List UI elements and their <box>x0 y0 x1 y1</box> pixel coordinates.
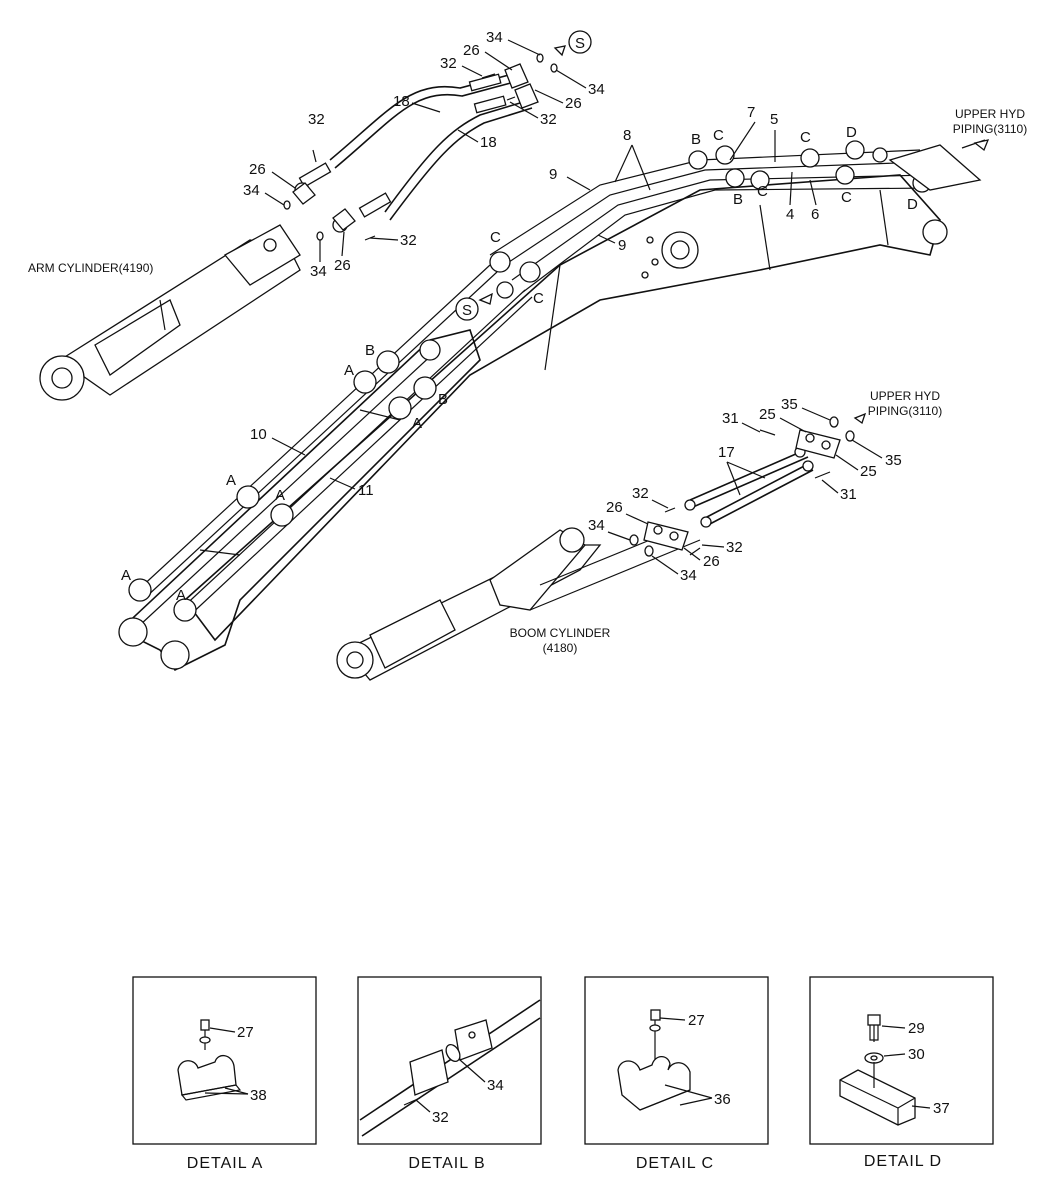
boom-body <box>183 174 948 642</box>
boom-cylinder <box>336 527 701 681</box>
callout: A <box>344 362 354 379</box>
upper-hyd-flange-top <box>888 139 990 191</box>
callout: 18 <box>393 93 410 110</box>
upper-hyd-label-2b: PIPING(3110) <box>868 404 942 418</box>
callout: 10 <box>250 426 267 443</box>
callout: C <box>490 229 501 246</box>
callout: 8 <box>623 127 631 144</box>
detail-a-part-2: 38 <box>250 1087 267 1104</box>
callout: D <box>846 124 857 141</box>
s-marker-top: S <box>568 30 592 54</box>
upper-hyd-label-1b: PIPING(3110) <box>953 122 1027 136</box>
callout: B <box>733 191 743 208</box>
callout: C <box>533 290 544 307</box>
boom-cylinder-label-2: (4180) <box>543 641 578 655</box>
callout: 11 <box>358 482 374 499</box>
upper-hyd-label-2a: UPPER HYD <box>870 389 940 403</box>
detail-c-part-2: 36 <box>714 1091 731 1108</box>
callout: B <box>438 391 448 408</box>
callout: 26 <box>565 95 582 112</box>
callout: A <box>226 472 236 489</box>
detail-a: 27 38 DETAIL A <box>132 976 317 1172</box>
callout: 4 <box>786 206 794 223</box>
callout: 34 <box>588 81 605 98</box>
callout: 26 <box>334 257 351 274</box>
detail-c-title: DETAIL C <box>636 1155 714 1172</box>
detail-b: 34 32 DETAIL B <box>357 976 542 1172</box>
detail-a-title: DETAIL A <box>187 1155 263 1172</box>
callout: 26 <box>606 499 623 516</box>
detail-a-part-1: 27 <box>237 1024 254 1041</box>
callout: B <box>691 131 701 148</box>
callout: C <box>841 189 852 206</box>
callout: 34 <box>680 567 697 584</box>
arm-body <box>118 329 481 672</box>
callout: 35 <box>781 396 798 413</box>
callouts: 34 26 32 34 26 32 18 18 32 26 34 32 34 2… <box>121 29 918 604</box>
callout: 31 <box>722 410 739 427</box>
callout: 32 <box>308 111 325 128</box>
detail-d-part-3: 37 <box>933 1100 950 1117</box>
callout: 26 <box>703 553 720 570</box>
detail-c-part-1: 27 <box>688 1012 705 1029</box>
callout: 35 <box>885 452 902 469</box>
callout: 34 <box>486 29 503 46</box>
detail-b-part-2: 32 <box>432 1109 449 1126</box>
upper-hyd-label-1a: UPPER HYD <box>955 107 1025 121</box>
detail-d-part-2: 30 <box>908 1046 925 1063</box>
callout: 6 <box>811 206 819 223</box>
callout: 32 <box>726 539 743 556</box>
callout: A <box>275 487 285 504</box>
callout: 9 <box>549 166 557 183</box>
arm-cylinder <box>39 224 301 401</box>
boom-cylinder-pipes <box>684 446 814 528</box>
pipe-clamps <box>128 140 932 622</box>
boom-cylinder-flanges <box>629 412 867 557</box>
boom-cylinder-label-1: BOOM CYLINDER <box>510 626 611 640</box>
callout: C <box>800 129 811 146</box>
callout: 9 <box>618 237 626 254</box>
callout: A <box>412 415 422 432</box>
callout: 32 <box>440 55 457 72</box>
callout: 31 <box>840 486 857 503</box>
callout: 34 <box>310 263 327 280</box>
callout: B <box>365 342 375 359</box>
s-marker-top-label: S <box>575 35 585 52</box>
callout: C <box>713 127 724 144</box>
callout: 5 <box>770 111 778 128</box>
detail-d-title: DETAIL D <box>864 1153 942 1170</box>
arm-pipes <box>137 264 533 619</box>
callout: 17 <box>718 444 735 461</box>
detail-d-part-1: 29 <box>908 1020 925 1037</box>
arm-end-flanges <box>283 45 566 241</box>
callout: 26 <box>249 161 266 178</box>
callout: 32 <box>632 485 649 502</box>
detail-d: 29 30 37 DETAIL D <box>809 976 994 1170</box>
callout: D <box>907 196 918 213</box>
callout: 34 <box>243 182 260 199</box>
detail-c: 27 36 DETAIL C <box>584 976 769 1172</box>
detail-b-part-1: 34 <box>487 1077 504 1094</box>
detail-b-title: DETAIL B <box>408 1155 485 1172</box>
callout: 26 <box>463 42 480 59</box>
callout: A <box>121 567 131 584</box>
callout: 25 <box>860 463 877 480</box>
arm-cylinder-label: ARM CYLINDER(4190) <box>28 261 153 275</box>
s-marker-mid-label: S <box>462 302 472 319</box>
callout: 18 <box>480 134 497 151</box>
callout: A <box>176 587 186 604</box>
callout: C <box>757 183 768 200</box>
callout: 34 <box>588 517 605 534</box>
callout: 32 <box>540 111 557 128</box>
callout: 25 <box>759 406 776 423</box>
callout: 7 <box>747 104 755 121</box>
s-marker-mid: S <box>455 292 493 321</box>
callout: 32 <box>400 232 417 249</box>
